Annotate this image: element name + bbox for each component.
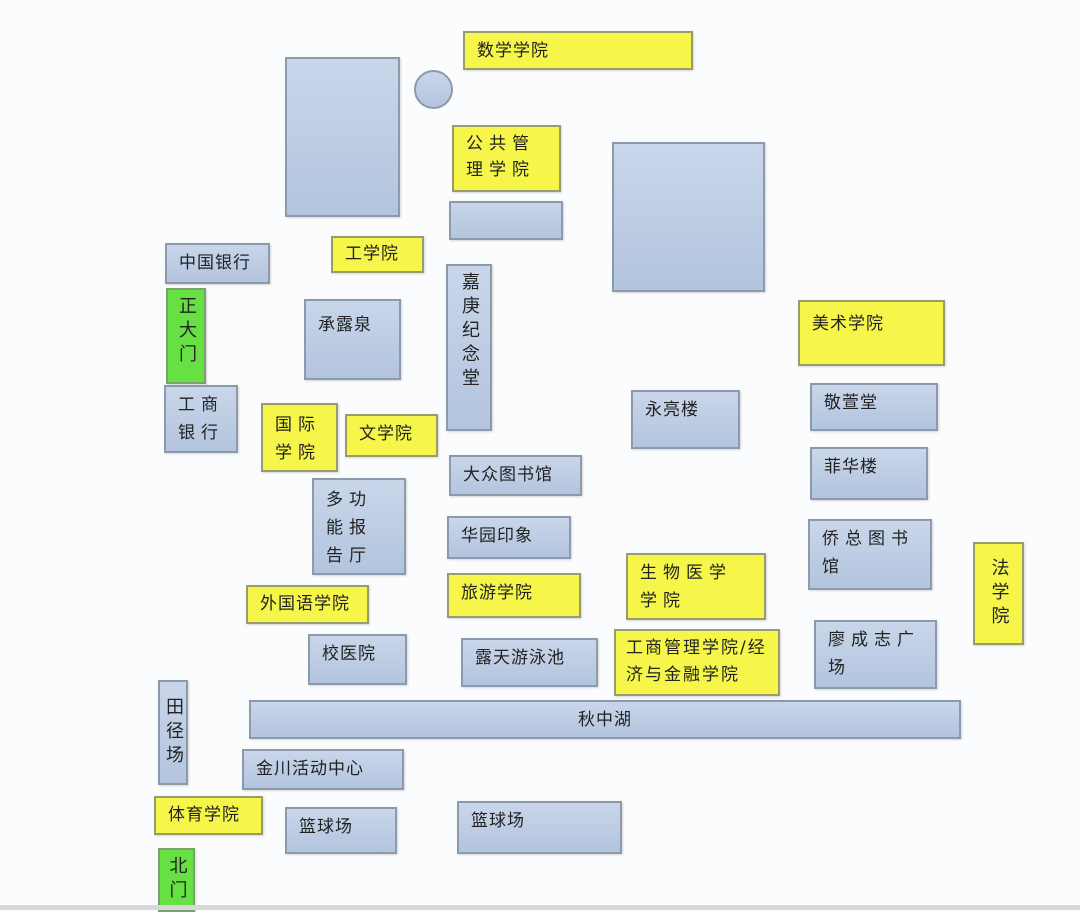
college-fine-arts: 美术学院	[798, 300, 945, 366]
feihua-building: 菲华楼	[810, 447, 928, 500]
college-math: 数学学院	[463, 31, 693, 70]
basketball-court-2: 篮球场	[457, 801, 622, 854]
building-unlabeled-1	[285, 57, 400, 217]
bank-of-china: 中国银行	[165, 243, 270, 284]
school-clinic: 校医院	[308, 634, 407, 685]
huayuan-impression: 华园印象	[447, 516, 571, 559]
track-field: 田径场	[158, 680, 188, 785]
outdoor-pool: 露天游泳池	[461, 638, 598, 687]
liao-chengzhi-square: 廖成志广场	[814, 620, 937, 689]
college-liberal-arts: 文学院	[345, 414, 438, 457]
college-public-admin: 公共管理学院	[452, 125, 561, 192]
jinchuan-activity-center: 金川活动中心	[242, 749, 404, 790]
round-structure	[414, 70, 453, 109]
bottom-divider	[0, 905, 1080, 910]
college-tourism: 旅游学院	[447, 573, 581, 618]
basketball-court-1: 篮球场	[285, 807, 397, 854]
building-unlabeled-2	[449, 201, 563, 240]
college-international: 国际学院	[261, 403, 338, 472]
college-biomedicine: 生物医学学院	[626, 553, 766, 620]
icbc-bank: 工商银行	[164, 385, 238, 453]
jingxuan-hall: 敬萱堂	[810, 383, 938, 431]
college-business-economics: 工商管理学院/经济与金融学院	[614, 629, 780, 696]
qiaozong-library: 侨总图书馆	[808, 519, 932, 590]
college-foreign-languages: 外国语学院	[246, 585, 369, 624]
qiuzhong-lake: 秋中湖	[249, 700, 961, 739]
north-gate: 北门	[158, 848, 195, 912]
yongliang-building: 永亮楼	[631, 390, 740, 449]
multi-function-hall: 多功能报告厅	[312, 478, 406, 575]
college-sports: 体育学院	[154, 796, 263, 835]
college-engineering: 工学院	[331, 236, 424, 273]
college-law: 法学院	[973, 542, 1024, 645]
building-unlabeled-3	[612, 142, 765, 292]
jiageng-memorial-hall: 嘉庚纪念堂	[446, 264, 492, 431]
public-library: 大众图书馆	[449, 455, 582, 496]
chenglu-spring: 承露泉	[304, 299, 401, 380]
main-gate: 正大门	[166, 288, 206, 384]
